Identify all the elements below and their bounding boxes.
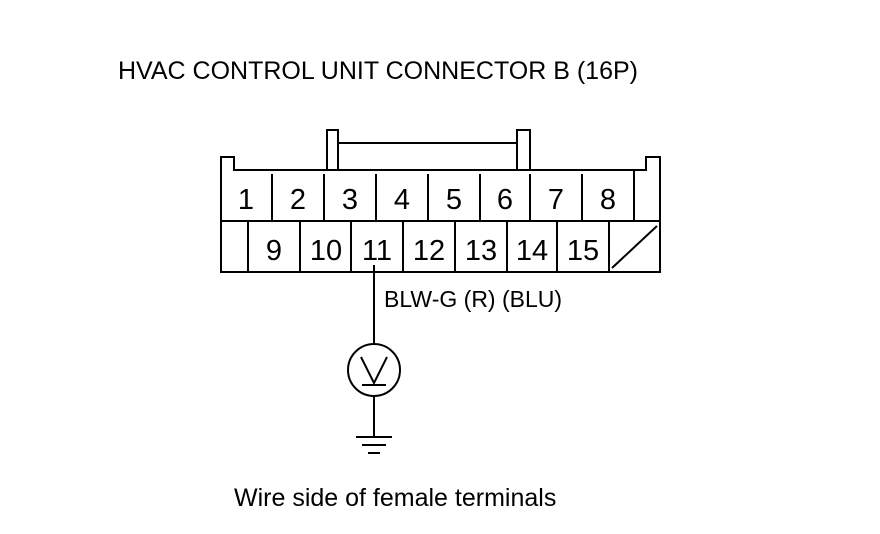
pin-7: 7 bbox=[548, 184, 564, 216]
lock-tab bbox=[326, 129, 531, 170]
row1-pins: 1 2 3 4 5 6 7 8 bbox=[238, 184, 616, 216]
pin-8: 8 bbox=[600, 184, 616, 216]
pin-2: 2 bbox=[290, 184, 306, 216]
wire-label: BLW-G (R) (BLU) bbox=[384, 286, 562, 312]
pin-5: 5 bbox=[446, 184, 462, 216]
pin-14: 14 bbox=[516, 235, 548, 267]
row1-dividers bbox=[271, 174, 583, 221]
voltmeter-icon bbox=[347, 343, 401, 397]
pin-4: 4 bbox=[394, 184, 410, 216]
connector-housing bbox=[220, 129, 661, 273]
diagram-caption: Wire side of female terminals bbox=[234, 484, 556, 512]
pin-15: 15 bbox=[567, 235, 599, 267]
housing-outline bbox=[220, 156, 661, 273]
pin-11: 11 bbox=[362, 235, 392, 267]
pin-13: 13 bbox=[465, 235, 497, 267]
pin-12: 12 bbox=[413, 235, 445, 267]
row2-dividers bbox=[247, 221, 610, 272]
diagram-title: HVAC CONTROL UNIT CONNECTOR B (16P) bbox=[118, 57, 638, 85]
pin-10: 10 bbox=[310, 235, 342, 267]
pin-9: 9 bbox=[266, 235, 282, 267]
pin-1: 1 bbox=[238, 184, 254, 216]
ground-symbol-icon bbox=[356, 436, 392, 454]
empty-cavity-mark bbox=[611, 225, 658, 269]
pin-3: 3 bbox=[342, 184, 358, 216]
row2-pins: 9 10 11 12 13 14 15 bbox=[266, 235, 599, 267]
pin-6: 6 bbox=[497, 184, 513, 216]
